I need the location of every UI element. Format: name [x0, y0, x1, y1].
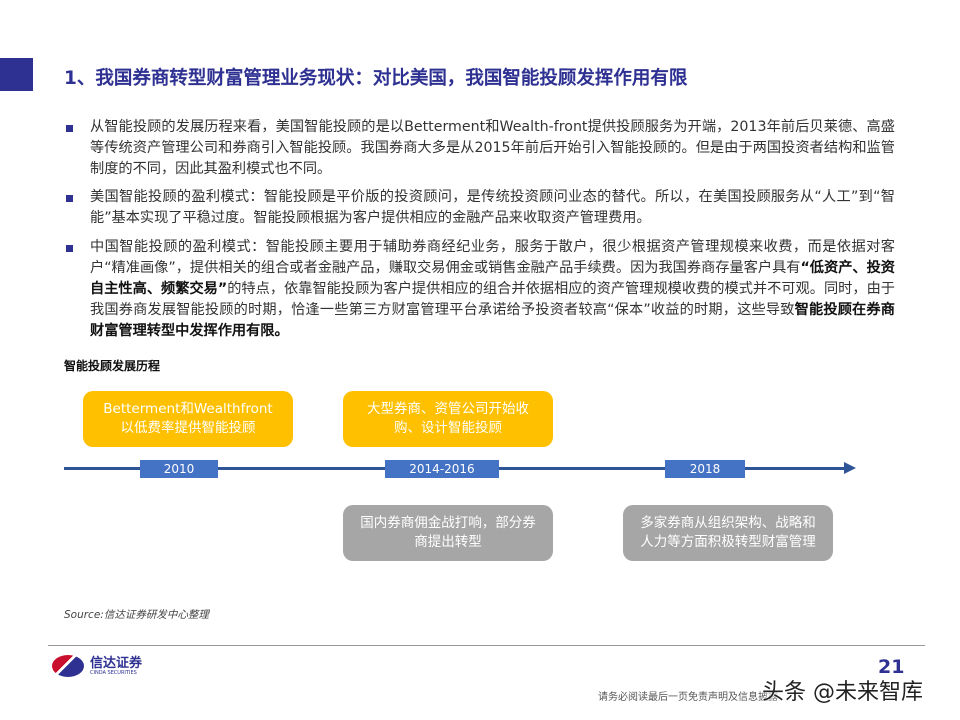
bullet-icon [66, 125, 73, 132]
logo-icon [52, 655, 84, 677]
logo-text: 信达证券 [90, 655, 143, 671]
arrow-right-icon [844, 462, 856, 474]
paragraph-1: 从智能投顾的发展历程来看，美国智能投顾的是以Betterment和Wealth-… [90, 119, 895, 177]
title-marker [0, 58, 33, 91]
source-note: Source:信达证券研发中心整理 [64, 609, 209, 621]
bold-text: “低资产、投资自主性高、频繁交易” [90, 260, 895, 297]
footer-divider [48, 645, 925, 646]
text: 的特点，依靠智能投顾为客户提供相应的组合并依据相应的资产管理规模收费的模式并不可… [90, 281, 895, 318]
logo-subtext: CINDA SECURITIES [90, 669, 137, 676]
bold-text: 智能投顾在券商财富管理转型中发挥作用有限。 [90, 302, 895, 339]
bullet-icon [66, 195, 73, 202]
year-label: 2010 [140, 460, 218, 478]
text: 中国智能投顾的盈利模式：智能投顾主要用于辅助券商经纪业务，服务于散户，很少根据资… [90, 239, 895, 276]
watermark: 头条 @未来智库 [762, 680, 923, 705]
timeline-event-2010: Betterment和Wealthfront以低费率提供智能投顾 [83, 391, 293, 447]
timeline-title: 智能投顾发展历程 [64, 359, 161, 373]
paragraph-3: 中国智能投顾的盈利模式：智能投顾主要用于辅助券商经纪业务，服务于散户，很少根据资… [90, 237, 895, 342]
page-title: 1、我国券商转型财富管理业务现状：对比美国，我国智能投顾发挥作用有限 [64, 68, 688, 89]
timeline-event-2014-below: 国内券商佣金战打响，部分券商提出转型 [343, 505, 553, 561]
year-label: 2018 [665, 460, 745, 478]
timeline-event-2018: 多家券商从组织架构、战略和人力等方面积极转型财富管理 [623, 505, 833, 561]
timeline-event-2014: 大型券商、资管公司开始收购、设计智能投顾 [343, 391, 553, 447]
page-number: 21 [878, 656, 905, 678]
year-label: 2014-2016 [385, 460, 499, 478]
bullet-icon [66, 245, 73, 252]
paragraph-2: 美国智能投顾的盈利模式：智能投顾是平价版的投资顾问，是传统投资顾问业态的替代。所… [90, 189, 895, 226]
disclaimer: 请务必阅读最后一页免责声明及信息披露 [598, 692, 778, 703]
